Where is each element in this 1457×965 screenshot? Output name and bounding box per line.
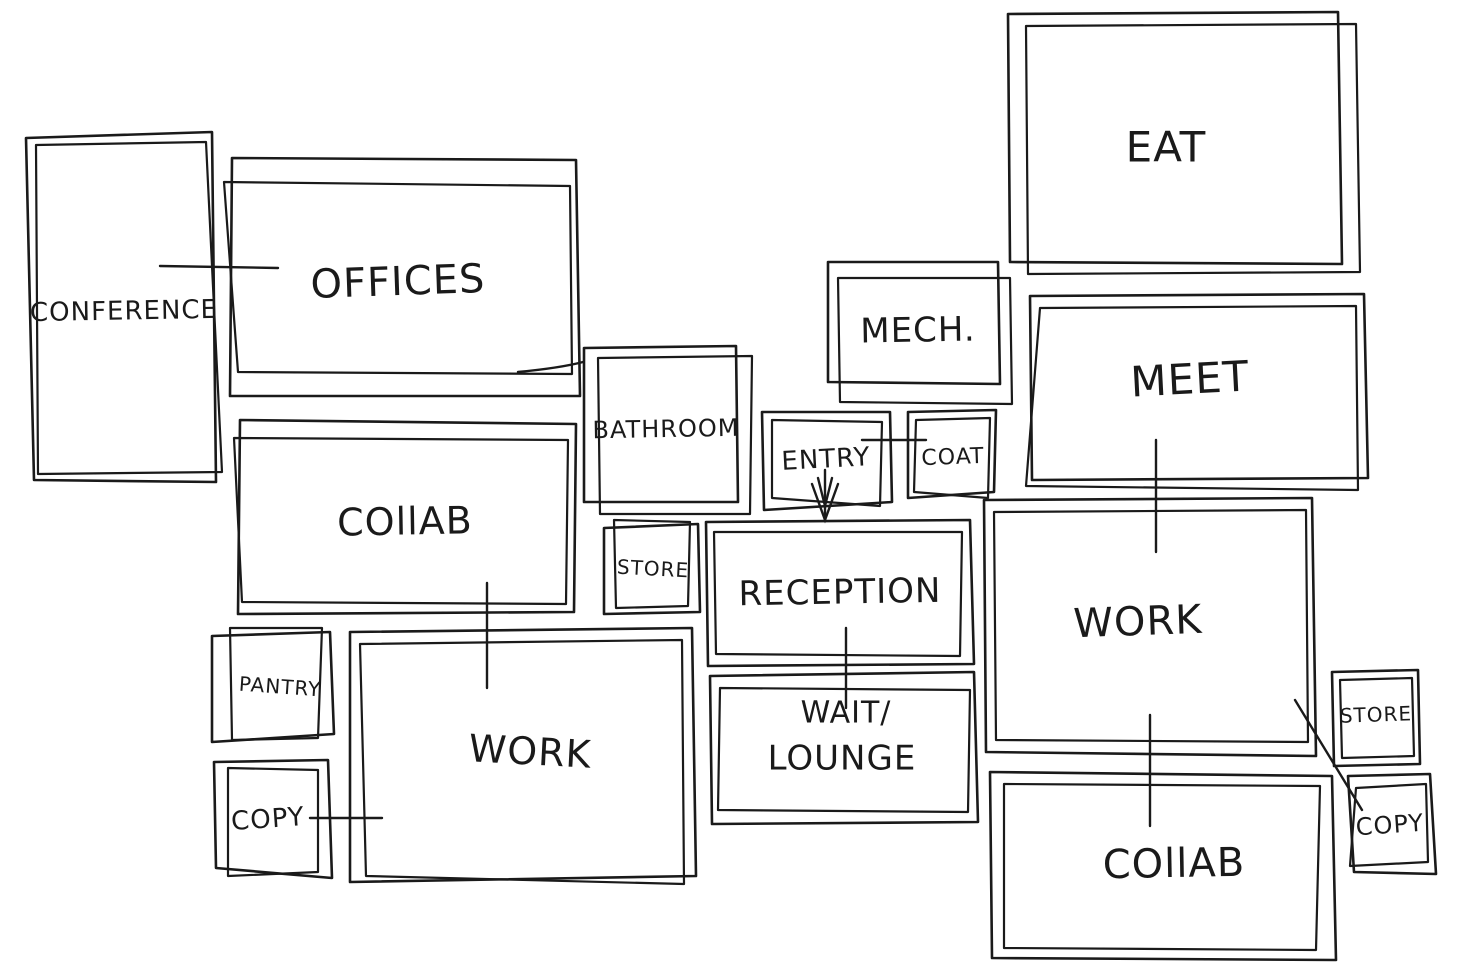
room-eat: EAT [1006, 10, 1362, 276]
room-offices: OFFICES [222, 156, 582, 398]
room-label: STORE [1339, 701, 1412, 728]
arrow-entry-reception [810, 468, 840, 524]
link-conference-offices [158, 264, 280, 270]
room-label: COAT [921, 444, 985, 471]
room-collab-left: COllAB [232, 418, 578, 616]
room-meet: MEET [1024, 292, 1370, 492]
room-pantry: PANTRY [210, 626, 336, 744]
room-work-right: WORK [982, 496, 1318, 758]
room-store-left: STORE [602, 518, 702, 616]
room-label: WAIT/ [801, 696, 892, 731]
room-copy-right: COPY [1346, 772, 1438, 876]
link-offices-bathroom [516, 360, 585, 374]
room-label: OFFICES [310, 256, 486, 308]
room-reception: RECEPTION [704, 518, 976, 668]
room-label: EAT [1126, 123, 1207, 172]
room-label: MECH. [860, 309, 976, 351]
room-store-right: STORE [1330, 668, 1422, 768]
room-label: COllAB [337, 498, 473, 544]
room-work-left: WORK [348, 626, 698, 886]
room-label: WORK [468, 726, 593, 776]
link-work-copy-right [1293, 698, 1364, 812]
room-label: ENTRY [781, 442, 871, 477]
room-label: COllAB [1102, 840, 1245, 888]
room-entry: ENTRY [760, 410, 894, 512]
room-bathroom: BATHROOM [582, 344, 754, 516]
room-label: RECEPTION [738, 571, 941, 615]
room-label: COPY [1355, 809, 1425, 842]
room-label: MEET [1129, 351, 1250, 406]
room-label: CONFERENCE [30, 295, 218, 328]
room-coat: COAT [906, 408, 998, 500]
room-label: WORK [1073, 597, 1204, 648]
room-wait-lounge: WAIT/ LOUNGE [708, 670, 980, 826]
room-conference: CONFERENCE [24, 130, 224, 484]
room-mech: MECH. [826, 260, 1014, 406]
room-label: PANTRY [238, 672, 322, 702]
room-label: LOUNGE [768, 739, 917, 779]
room-copy-left: COPY [212, 758, 334, 880]
room-label: STORE [616, 555, 689, 583]
room-label: BATHROOM [592, 414, 739, 445]
room-collab-right: COllAB [988, 770, 1338, 962]
room-label: COPY [230, 802, 306, 837]
connections [158, 264, 1364, 828]
